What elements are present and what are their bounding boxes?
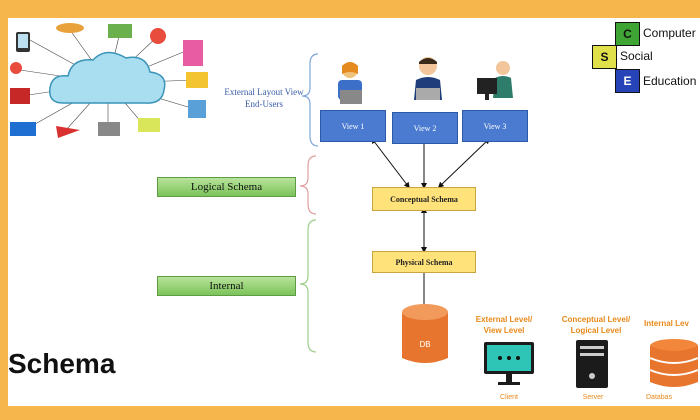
view-label: View 1 (341, 121, 365, 131)
user-man-laptop-icon (414, 57, 442, 100)
conceptual-schema-box: Conceptual Schema (372, 187, 476, 211)
view-label: View 2 (413, 123, 437, 133)
view-1-box: View 1 (320, 110, 386, 142)
server-tower-icon (576, 340, 608, 388)
internal-box: Internal (157, 276, 296, 296)
db-cylinder-icon (402, 304, 448, 363)
cse-word-computer: Computer (643, 26, 696, 40)
cse-box-s: S (592, 45, 617, 69)
db-label: DB (419, 340, 431, 349)
cse-letter: S (600, 50, 609, 64)
server-label: Server (582, 394, 604, 401)
database-label: Databas (646, 394, 673, 401)
cse-box-e: E (615, 69, 640, 93)
iot-cloud-illustration (10, 23, 208, 138)
client-label: Client (500, 394, 518, 401)
client-monitor-icon (484, 342, 534, 385)
view-3-box: View 3 (462, 110, 528, 142)
external-level-label: External Level/ View Level (475, 315, 533, 335)
logical-schema-box: Logical Schema (157, 177, 296, 197)
user-desktop-icon (477, 61, 513, 100)
schema-title: Schema (8, 348, 116, 379)
conceptual-level-label: Conceptual Level/ Logical Level (561, 315, 631, 335)
cse-letter: C (623, 27, 632, 41)
cse-letter: E (623, 74, 632, 88)
physical-schema-box: Physical Schema (372, 251, 476, 273)
cse-box-c: C (615, 22, 640, 46)
view-label: View 3 (483, 121, 507, 131)
diagram-connectors (299, 53, 491, 353)
canvas: C Computer S Social E Education External… (8, 18, 700, 406)
cse-word-social: Social (620, 49, 653, 63)
view-2-box: View 2 (392, 112, 458, 144)
external-layout-label: External Layout View End-Users (224, 87, 304, 109)
internal-level-label: Internal Lev (644, 319, 689, 328)
cse-word-education: Education (643, 74, 697, 88)
user-woman-icon (338, 62, 362, 104)
database-stack-icon (649, 339, 699, 387)
